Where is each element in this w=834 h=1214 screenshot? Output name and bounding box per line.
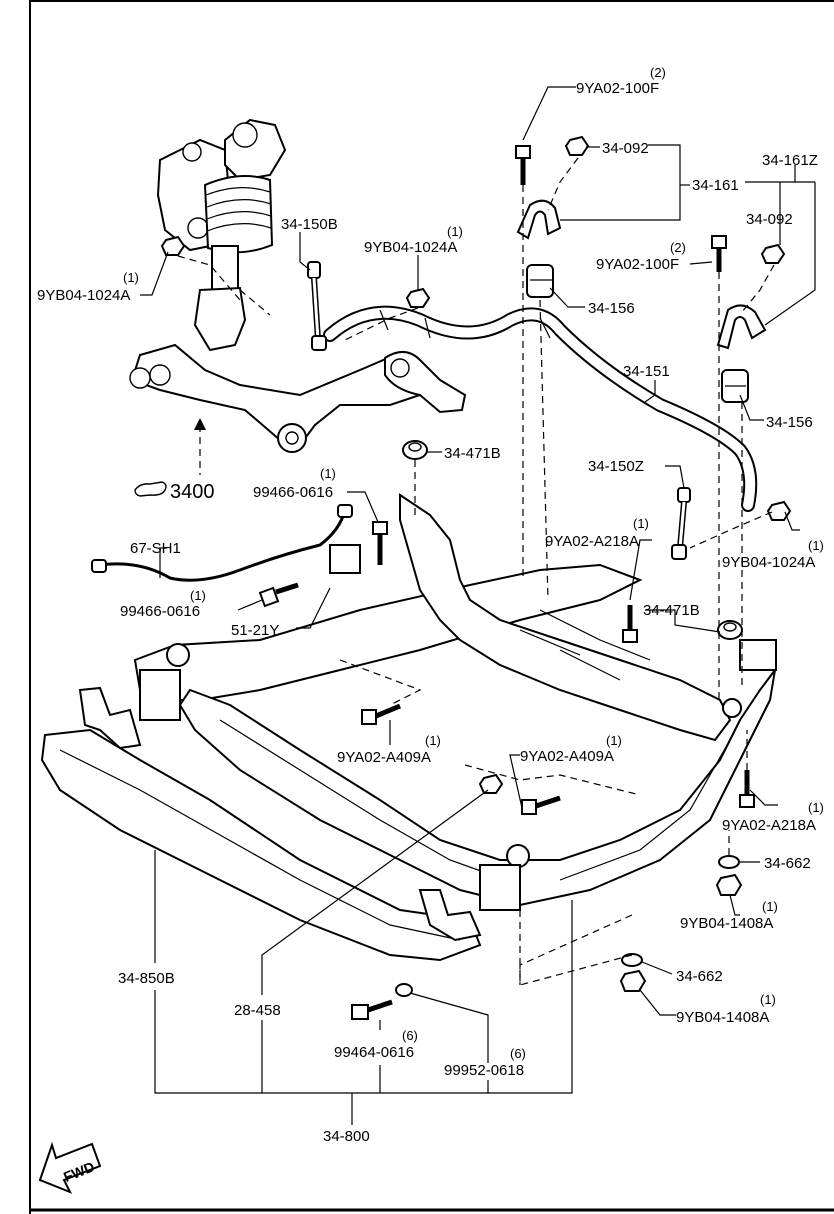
label-34-151: 34-151 [623,363,670,380]
label-9ya02-a218a-top: 9YA02-A218A [545,533,639,550]
lower-control-arm-drawing [129,343,467,453]
qty-9ya02-100f-right: (2) [670,240,686,255]
strut-assembly-drawing [156,118,287,352]
qty-99466-0616-top: (1) [320,466,336,481]
label-99466-0616-bottom: 99466-0616 [120,603,200,620]
label-34-092-right: 34-092 [746,211,793,228]
qty-9ya02-a218a-top: (1) [633,516,649,531]
label-34-150b: 34-150B [281,216,338,233]
label-9ya02-a218a-bottom: 9YA02-A218A [722,817,816,834]
label-34-161z: 34-161Z [762,152,818,169]
qty-9yb04-1024a-mid: (1) [447,224,463,239]
qty-9ya02-a218a-bottom: (1) [808,800,824,815]
label-34-662-bottom: 34-662 [676,968,723,985]
label-34-156-right: 34-156 [766,414,813,431]
leader-lines [140,86,816,1125]
label-34-150z: 34-150Z [588,458,644,475]
label-99466-0616-top: 99466-0616 [253,484,333,501]
ref-3400-arrow [134,418,206,497]
label-28-458: 28-458 [234,1002,281,1019]
label-34-662-top: 34-662 [764,855,811,872]
harness-drawing [91,504,361,582]
qty-9yb04-1408a-top: (1) [762,899,778,914]
label-9ya02-a409a-mid: 9YA02-A409A [520,748,614,765]
hardware-drawings [160,135,792,1020]
fwd-arrow-icon [38,1141,102,1194]
stabilizer-link-left-drawing [307,261,327,351]
subframe-drawing [133,493,777,911]
front-crossmember-drawing [40,686,482,962]
qty-9yb04-1408a-bottom: (1) [760,992,776,1007]
label-9ya02-100f-top: 9YA02-100F [576,80,659,97]
label-9yb04-1024a-right: 9YB04-1024A [722,554,815,571]
label-9ya02-a409a-left: 9YA02-A409A [337,749,431,766]
label-34-471b-right: 34-471B [643,602,700,619]
label-9yb04-1024a-mid: 9YB04-1024A [364,239,457,256]
label-34-800: 34-800 [323,1128,370,1145]
qty-99952-0618: (6) [510,1046,526,1061]
label-51-21y: 51-21Y [231,622,279,639]
qty-9ya02-100f-top: (2) [650,65,666,80]
qty-9yb04-1024a-right: (1) [808,538,824,553]
label-9yb04-1408a-top: 9YB04-1408A [680,915,773,932]
label-34-156-top: 34-156 [588,300,635,317]
label-34-092-top: 34-092 [602,140,649,157]
label-34-850b: 34-850B [118,970,175,987]
qty-99464-0616: (6) [402,1028,418,1043]
qty-9ya02-a409a-left: (1) [425,733,441,748]
label-9yb04-1408a-bottom: 9YB04-1408A [676,1009,769,1026]
dashed-alignment-lines [177,157,775,986]
qty-99466-0616-bottom: (1) [190,588,206,603]
label-9yb04-1024a-left: 9YB04-1024A [37,287,130,304]
qty-9ya02-a409a-mid: (1) [606,733,622,748]
label-34-161: 34-161 [692,177,739,194]
label-34-471b-top: 34-471B [444,445,501,462]
label-3400: 3400 [170,481,215,503]
stabilizer-bar-drawing [323,305,758,512]
label-99952-0618: 99952-0618 [444,1062,524,1079]
label-67-sh1: 67-SH1 [130,540,181,557]
stabilizer-link-right-drawing [671,487,691,560]
label-99464-0616: 99464-0616 [334,1044,414,1061]
qty-9yb04-1024a-left: (1) [123,270,139,285]
label-9ya02-100f-right: 9YA02-100F [596,256,679,273]
